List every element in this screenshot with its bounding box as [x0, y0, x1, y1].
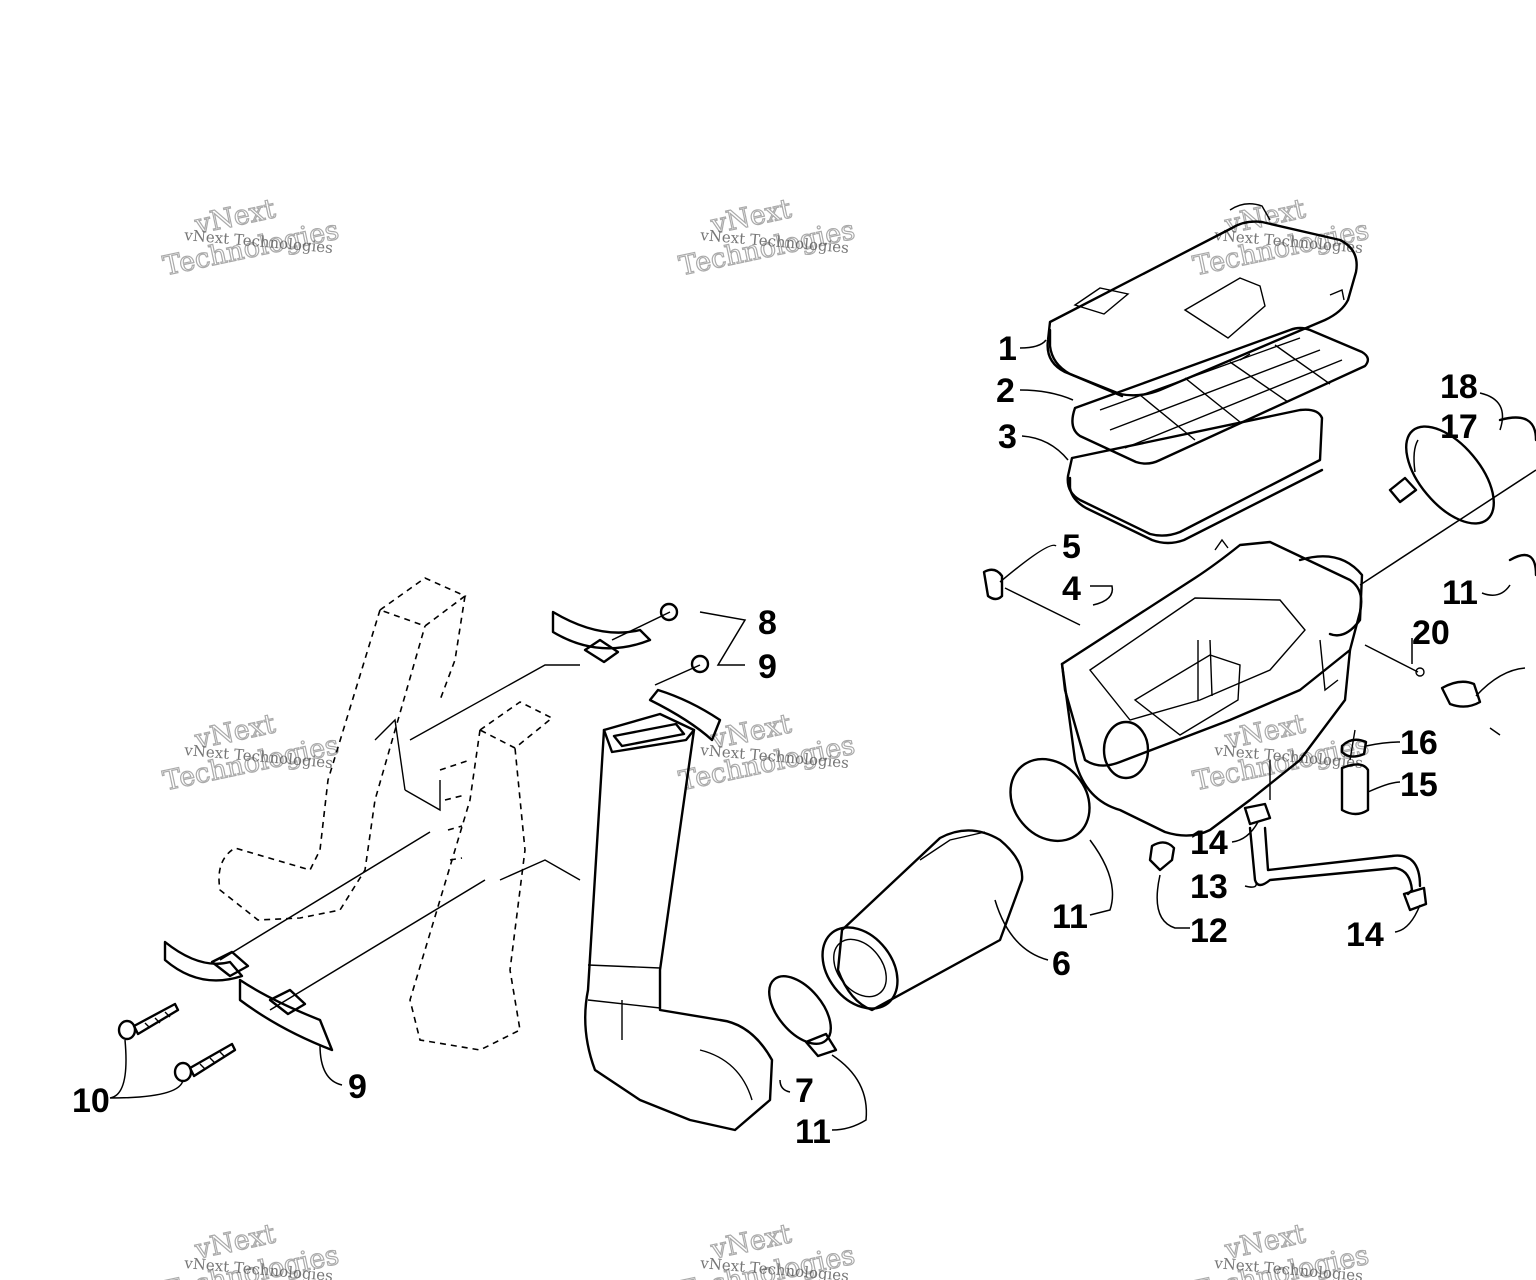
hose-clamp-upper	[1009, 757, 1091, 843]
callout-16: 16	[1400, 724, 1438, 762]
nut-lower	[690, 654, 710, 674]
mounting-bracket-top	[551, 602, 722, 742]
callout-14-lower: 14	[1346, 916, 1384, 954]
callout-3: 3	[998, 418, 1017, 456]
watermark-group: vNext Technologies vNext Technologies vN…	[160, 193, 1372, 1280]
callout-15: 15	[1400, 766, 1438, 804]
o-ring	[1415, 667, 1425, 677]
small-clip	[1340, 738, 1368, 758]
callout-11-right: 11	[1442, 574, 1478, 612]
mounting-bracket-bottom	[163, 831, 486, 1052]
callout-13: 13	[1190, 868, 1228, 906]
callout-20: 20	[1412, 614, 1450, 652]
callout-11-lower: 11	[795, 1113, 831, 1151]
bolts	[117, 1002, 237, 1083]
callout-18: 18	[1440, 368, 1478, 406]
callout-1: 1	[998, 330, 1017, 368]
callout-7: 7	[795, 1072, 814, 1110]
airbox-base	[1060, 538, 1364, 837]
drain-cap	[1340, 763, 1370, 816]
airbox-cover	[1046, 203, 1358, 398]
callout-9-lower: 9	[348, 1068, 367, 1106]
callout-10: 10	[72, 1082, 110, 1120]
hose-clamp-lower	[768, 975, 832, 1045]
callout-11-upper: 11	[1052, 898, 1088, 936]
hose-clamp-small-upper	[1243, 802, 1272, 826]
hose-clamp-small-lower	[1402, 886, 1428, 912]
callout-5: 5	[1062, 528, 1081, 566]
sensor	[1440, 680, 1482, 708]
filter-element	[1066, 408, 1324, 545]
nut-upper	[659, 602, 679, 622]
callout-4: 4	[1062, 570, 1081, 608]
drain-plug	[1148, 841, 1176, 872]
intake-duct-elbow	[584, 712, 774, 1132]
callout-17: 17	[1440, 408, 1478, 446]
phantom-frame	[218, 577, 554, 1051]
filter-frame	[1071, 326, 1370, 465]
callout-12: 12	[1190, 912, 1228, 950]
clip	[982, 568, 1081, 626]
bolt-upper	[117, 1002, 180, 1041]
callout-6: 6	[1052, 945, 1071, 983]
intake-tube	[821, 829, 1024, 1012]
callout-8: 8	[758, 604, 777, 642]
callout-14-upper: 14	[1190, 824, 1228, 862]
airbox-outlet-port	[1102, 720, 1150, 780]
bracket-outline	[374, 664, 581, 881]
drain-parts	[1148, 469, 1536, 912]
bolt-lower	[173, 1042, 237, 1083]
callout-2: 2	[996, 372, 1015, 410]
callout-numbers: 1 2 3 5 4 11 6 7 11 8 9 9 10 12 13 14 14…	[72, 330, 1478, 1151]
leader-lines	[109, 339, 1526, 1131]
callout-9-upper: 9	[758, 648, 777, 686]
hose-clamp-right	[1405, 425, 1495, 525]
